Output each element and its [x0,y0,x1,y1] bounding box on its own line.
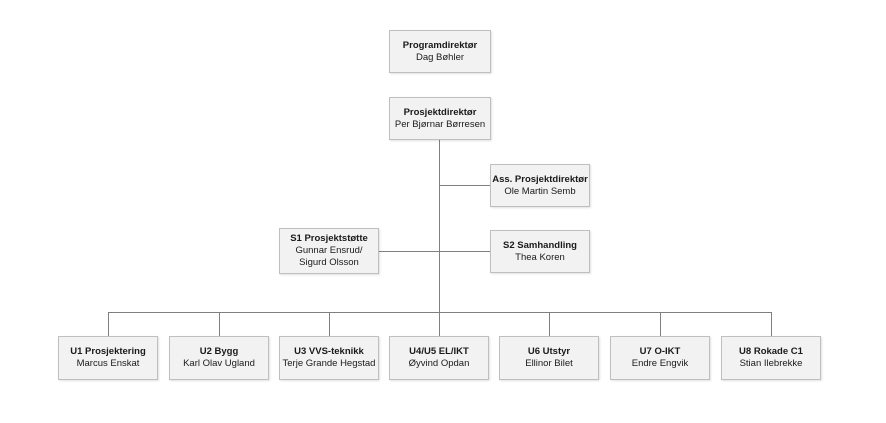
box-title: U2 Bygg [199,346,239,357]
box-name: Gunnar Ensrud/ [295,245,363,256]
box-name: Ole Martin Semb [504,185,576,197]
connector-unit-1 [108,312,109,336]
box-name: Karl Olav Ugland [183,358,255,369]
box-name: Endre Engvik [631,358,689,369]
box-name: Stian Ilebrekke [739,358,803,369]
box-s2-samhandling: S2 Samhandling Thea Koren [490,230,590,273]
connector-units-horizontal [108,312,772,313]
connector-unit-7 [771,312,772,336]
box-unit-u7: U7 O-IKT Endre Engvik [610,336,710,380]
box-title: U8 Rokade C1 [739,346,803,357]
connector-assistant [440,185,490,186]
box-name: Thea Koren [515,251,565,263]
box-unit-u6: U6 Utstyr Ellinor Bilet [499,336,599,380]
box-programdirektor: Programdirektør Dag Bøhler [389,30,491,73]
connector-unit-6 [660,312,661,336]
box-title: Programdirektør [402,39,478,51]
box-name: Terje Grande Hegstad [282,358,376,369]
box-name: Per Bjørnar Børresen [394,118,486,130]
box-unit-u2: U2 Bygg Karl Olav Ugland [169,336,269,380]
box-title: S2 Samhandling [503,239,577,251]
box-name: Ellinor Bilet [525,358,573,369]
box-name: Dag Bøhler [415,51,465,63]
box-prosjektdirektor: Prosjektdirektør Per Bjørnar Børresen [389,97,491,140]
box-name: Sigurd Olsson [299,257,359,268]
box-name: Øyvind Opdan [408,358,470,369]
box-title: S1 Prosjektstøtte [290,233,368,244]
connector-main-vertical [439,140,440,312]
connector-unit-3 [329,312,330,336]
connector-s2 [440,251,490,252]
box-name: Marcus Enskat [76,358,140,369]
box-title: U7 O-IKT [639,346,681,357]
box-s1-prosjektstotte: S1 Prosjektstøtte Gunnar Ensrud/ Sigurd … [279,228,379,274]
box-title: Ass. Prosjektdirektør [492,173,588,185]
connector-unit-5 [549,312,550,336]
box-title: U4/U5 EL/IKT [409,346,469,357]
box-title: Prosjektdirektør [403,106,477,118]
connector-unit-4 [439,312,440,336]
box-title: U6 Utstyr [527,346,571,357]
box-title: U1 Prosjektering [70,346,146,357]
connector-s1 [379,251,440,252]
box-unit-u4-u5: U4/U5 EL/IKT Øyvind Opdan [389,336,489,380]
box-title: U3 VVS-teknikk [294,346,364,357]
box-unit-u3: U3 VVS-teknikk Terje Grande Hegstad [279,336,379,380]
box-unit-u8: U8 Rokade C1 Stian Ilebrekke [721,336,821,380]
box-unit-u1: U1 Prosjektering Marcus Enskat [58,336,158,380]
box-ass-prosjektdirektor: Ass. Prosjektdirektør Ole Martin Semb [490,164,590,207]
connector-unit-2 [219,312,220,336]
